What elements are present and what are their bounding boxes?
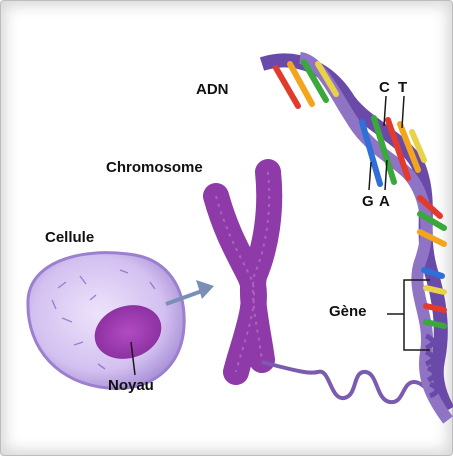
label-chromosome: Chromosome — [106, 160, 203, 175]
label-base-c: C — [379, 80, 390, 95]
dna-strand-unwound — [262, 362, 440, 402]
label-base-g: G — [362, 194, 374, 209]
label-noyau: Noyau — [108, 378, 154, 393]
label-cellule: Cellule — [45, 230, 94, 245]
label-base-a: A — [379, 194, 390, 209]
label-adn: ADN — [196, 82, 229, 97]
label-base-t: T — [398, 80, 407, 95]
chromosome — [216, 172, 269, 372]
label-gene: Gène — [329, 304, 367, 319]
dna-helix — [262, 58, 448, 420]
